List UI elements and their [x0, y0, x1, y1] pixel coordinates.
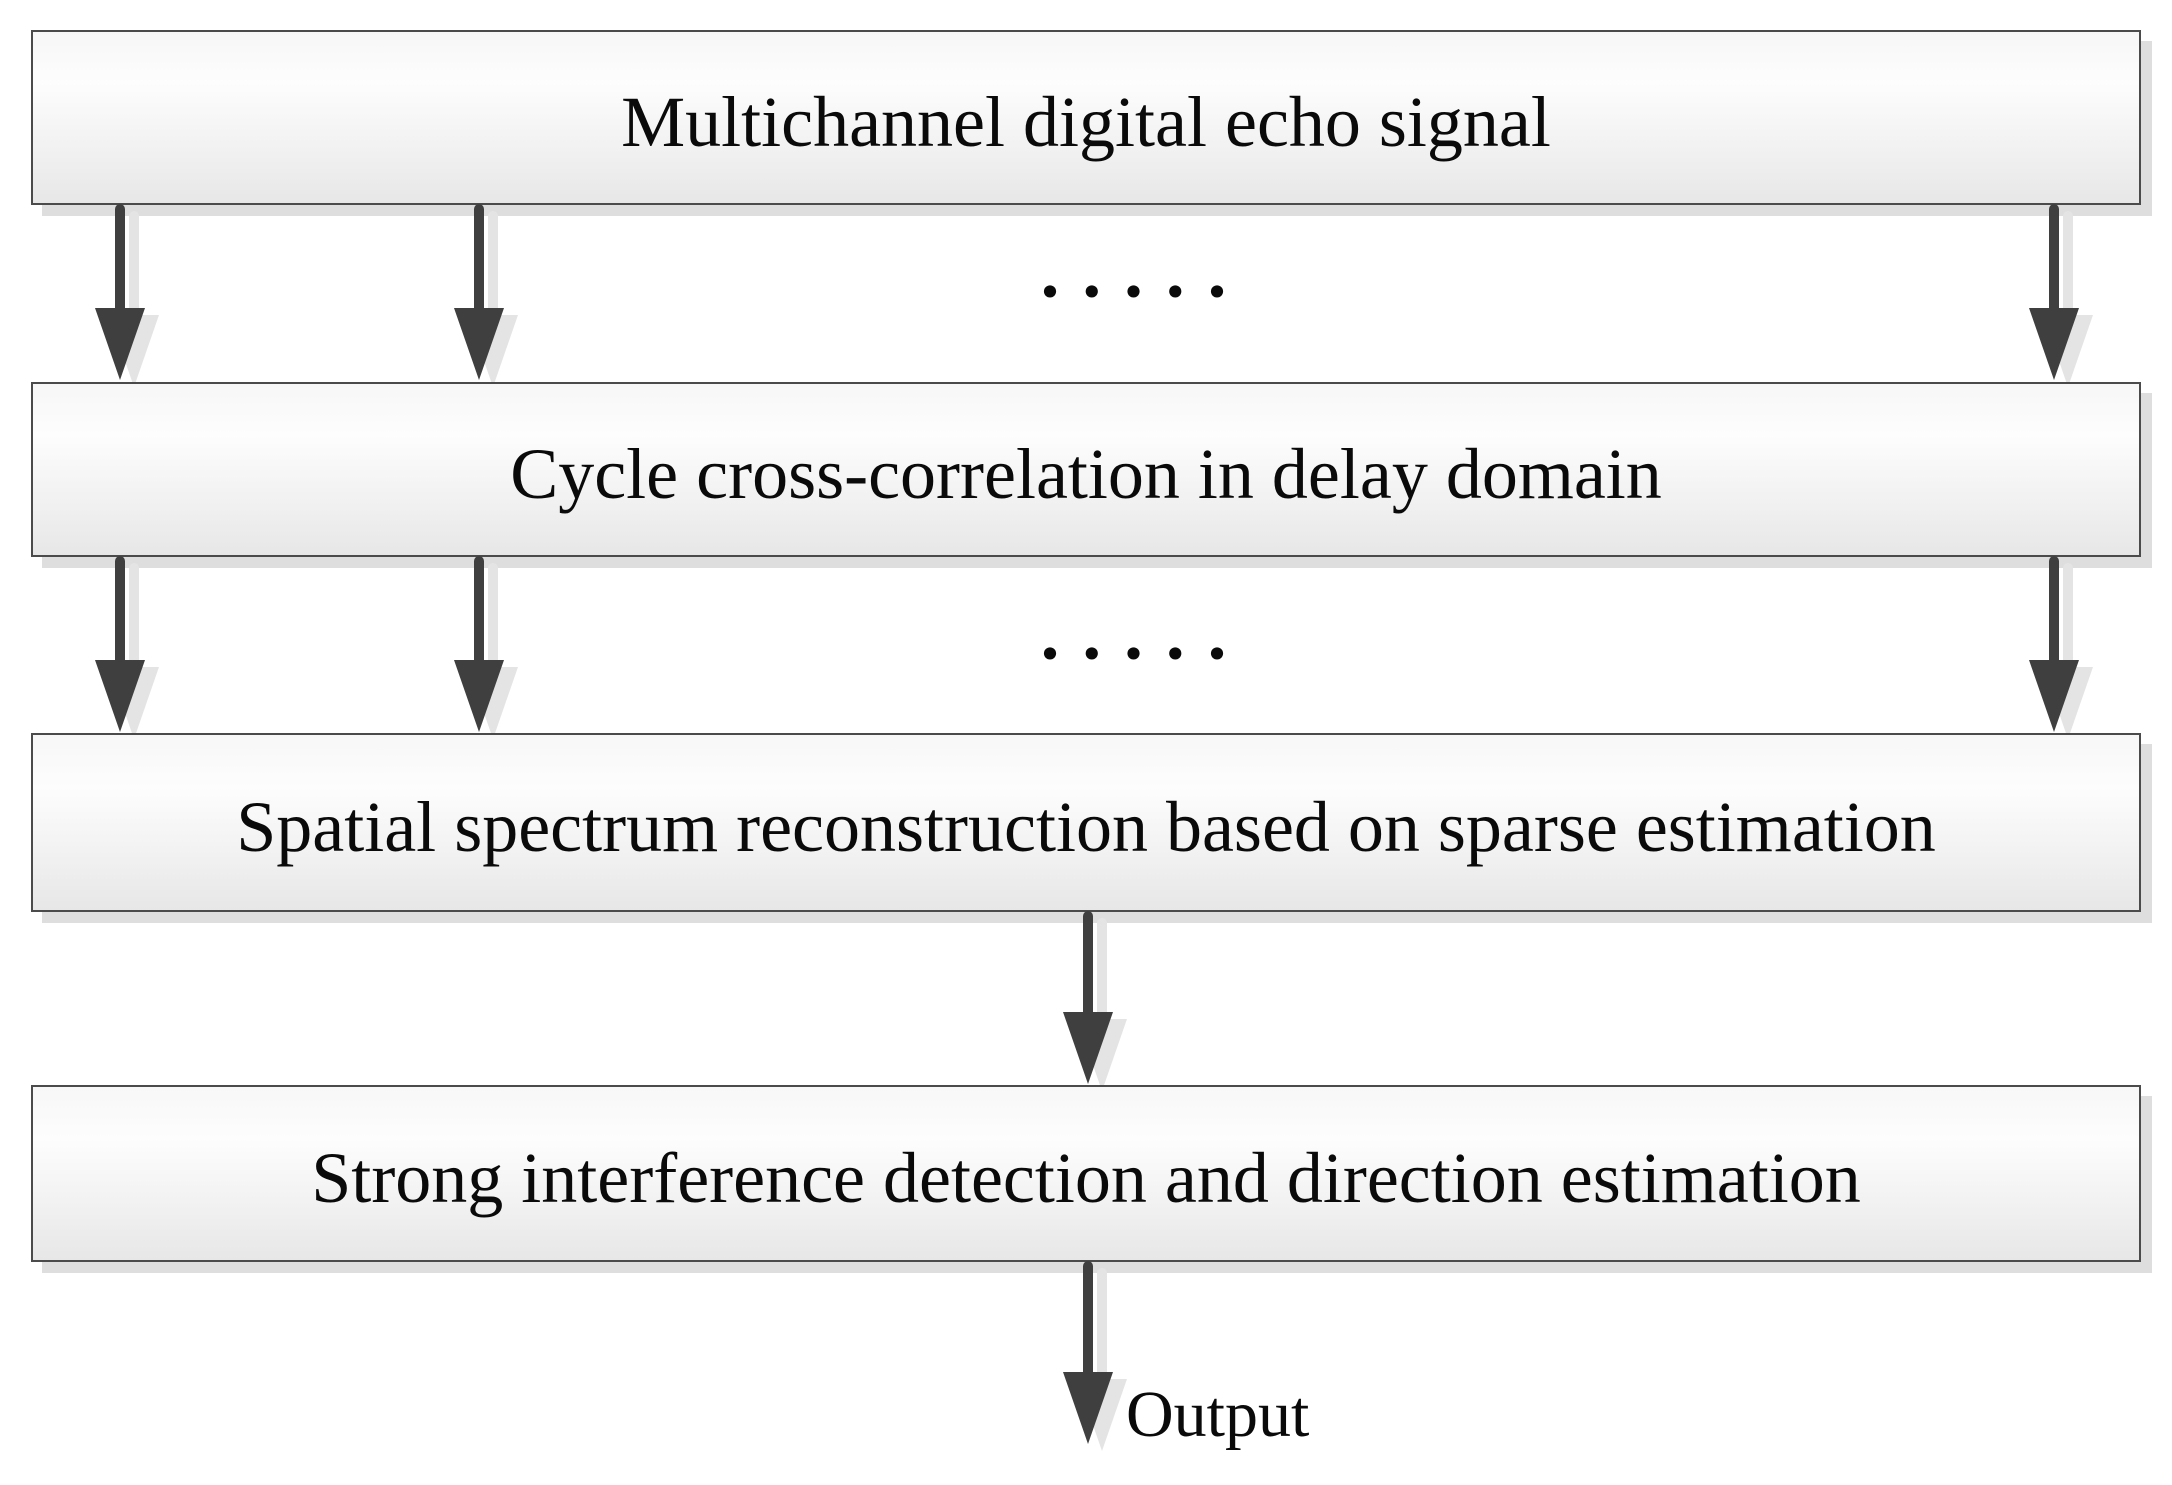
flow-box-label: Cycle cross-correlation in delay domain: [510, 433, 1662, 514]
flow-box-spatial-spectrum-reconstruction: Spatial spectrum reconstruction based on…: [31, 733, 2141, 912]
arrow-shaft: [1083, 911, 1093, 1020]
arrow-shaft: [2049, 556, 2059, 668]
flow-box-cycle-cross-correlation: Cycle cross-correlation in delay domain: [31, 382, 2141, 557]
arrow-head: [454, 308, 504, 380]
arrow-head: [1063, 1012, 1113, 1084]
flow-box-interference-detection: Strong interference detection and direct…: [31, 1085, 2141, 1262]
flow-box-label: Strong interference detection and direct…: [311, 1137, 1861, 1218]
down-arrow-icon: [454, 556, 504, 732]
down-arrow-icon: [95, 556, 145, 732]
arrow-shaft: [115, 556, 125, 668]
flow-box-multichannel-signal: Multichannel digital echo signal: [31, 30, 2141, 205]
down-arrow-icon: [2029, 204, 2079, 380]
flow-box-label: Multichannel digital echo signal: [621, 81, 1551, 162]
down-arrow-icon: [95, 204, 145, 380]
arrow-shaft: [1083, 1261, 1093, 1380]
down-arrow-icon: [2029, 556, 2079, 732]
arrow-head: [95, 308, 145, 380]
ellipsis-dots-icon: •••••: [1037, 268, 1247, 317]
arrow-shaft: [474, 556, 484, 668]
arrow-head: [2029, 660, 2079, 732]
output-label: Output: [1126, 1378, 1310, 1451]
arrow-head: [1063, 1372, 1113, 1444]
arrow-shaft: [2049, 204, 2059, 316]
down-arrow-icon: [1063, 911, 1113, 1084]
ellipsis-dots-icon: •••••: [1037, 630, 1247, 679]
down-arrow-icon: [454, 204, 504, 380]
arrow-shaft: [474, 204, 484, 316]
down-arrow-icon: [1063, 1261, 1113, 1444]
flow-box-label: Spatial spectrum reconstruction based on…: [236, 786, 1936, 867]
arrow-head: [454, 660, 504, 732]
arrow-head: [95, 660, 145, 732]
arrow-head: [2029, 308, 2079, 380]
arrow-shaft: [115, 204, 125, 316]
